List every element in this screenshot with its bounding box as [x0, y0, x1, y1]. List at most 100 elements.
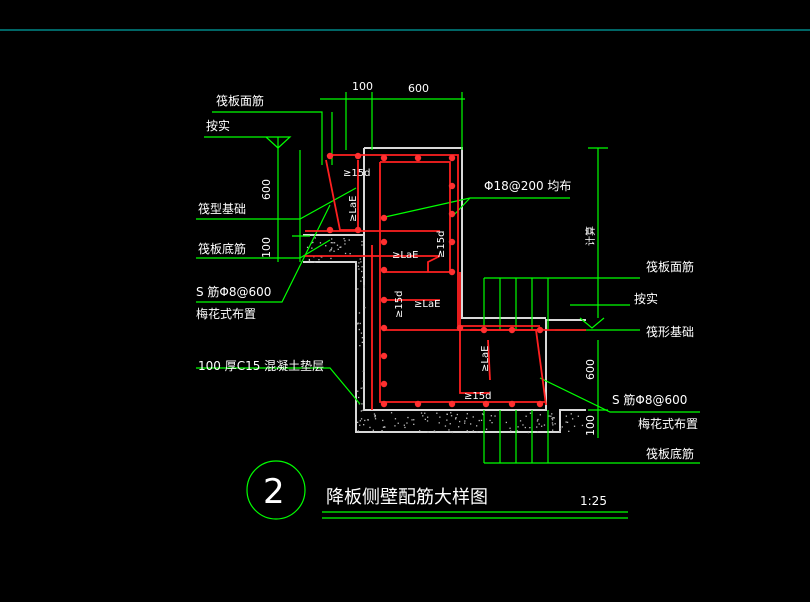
hatch-speckle	[361, 244, 363, 246]
hatch-speckle	[339, 246, 341, 248]
dim-100-right: 100	[584, 415, 597, 436]
anno-lae-1: ≥LaE	[348, 196, 359, 222]
title-scale: 1:25	[580, 494, 607, 508]
hatch-speckle	[494, 415, 496, 417]
hatch-speckle	[572, 418, 574, 420]
rebar-dot	[448, 238, 456, 246]
label-raft-top-bar-right: 筏板面筋	[646, 259, 694, 274]
hatch-speckle	[459, 420, 461, 423]
hatch-speckle	[343, 238, 345, 240]
hatch-speckle	[524, 426, 526, 429]
anno-15d-1: ≥15d	[343, 168, 370, 179]
hatch-speckle	[357, 421, 359, 423]
hatch-speckle	[349, 253, 351, 255]
hatch-speckle	[446, 413, 448, 415]
hatch-speckle	[363, 286, 365, 289]
hatch-speckle	[314, 261, 316, 263]
label-compact-right: 按实	[634, 291, 658, 306]
hatch-speckle	[357, 265, 359, 267]
hatch-speckle	[330, 242, 332, 244]
hatch-speckle	[449, 423, 451, 425]
dim-600-left: 600	[260, 179, 273, 200]
hatch-speckle	[529, 412, 532, 414]
rebar-dot	[380, 154, 388, 162]
anno-15d-3: ≥15d	[394, 291, 405, 318]
hatch-speckle	[470, 423, 472, 425]
anno-lae-4: ≥LaE	[480, 346, 491, 372]
dim-100-top: 100	[352, 80, 373, 93]
label-s-bar-left: S 筋Φ8@600	[196, 284, 271, 299]
hatch-speckle	[450, 412, 452, 414]
hatch-speckle	[539, 414, 541, 416]
hatch-speckle	[517, 426, 519, 428]
hatch-speckle	[360, 387, 362, 389]
hatch-speckle	[481, 413, 484, 415]
hatch-speckle	[314, 237, 316, 239]
hatch-speckle	[472, 430, 474, 432]
hatch-speckle	[358, 396, 360, 399]
rebar-dot	[448, 400, 456, 408]
hatch-speckle	[420, 412, 423, 414]
hatch-speckle	[407, 416, 409, 419]
hatch-speckle	[403, 424, 405, 426]
hatch-speckle	[360, 261, 362, 263]
hatch-speckle	[357, 323, 359, 325]
anno-lae-2: ≥LaE	[392, 250, 418, 261]
hatch-speckle	[434, 430, 436, 433]
hatch-speckle	[360, 418, 363, 420]
hatch-speckle	[413, 419, 415, 421]
hatch-speckle	[361, 403, 363, 405]
concrete-section	[303, 147, 586, 433]
hatch-speckle	[464, 420, 466, 422]
label-raft-foundation-left: 筏型基础	[198, 202, 246, 216]
hatch-speckle	[529, 427, 531, 429]
hatch-speckle	[360, 410, 362, 412]
hatch-speckle	[358, 268, 360, 270]
label-cushion: 100 厚C15 混凝土垫层	[198, 358, 324, 373]
hatch-speckle	[476, 425, 478, 427]
hatch-speckle	[436, 412, 438, 414]
hatch-speckle	[382, 426, 385, 428]
hatch-speckle	[466, 417, 468, 419]
concrete-hatch	[306, 237, 584, 434]
hatch-speckle	[355, 261, 357, 263]
rebar-dot	[480, 326, 488, 334]
hatch-speckle	[491, 422, 493, 424]
anno-15d-4: ≥15d	[464, 391, 491, 402]
hatch-speckle	[367, 419, 369, 421]
hatch-speckle	[476, 431, 478, 433]
rebar-dot	[482, 400, 490, 408]
hatch-speckle	[450, 415, 453, 417]
hatch-speckle	[480, 419, 483, 421]
hatch-speckle	[552, 424, 554, 426]
hatch-speckle	[522, 424, 524, 426]
rebar-dot	[448, 268, 456, 276]
label-s-bar-right: S 筋Φ8@600	[612, 392, 687, 407]
hatch-speckle	[404, 426, 406, 429]
rebar-dot	[380, 238, 388, 246]
hatch-speckle	[312, 241, 314, 244]
hatch-speckle	[359, 420, 361, 422]
hatch-speckle	[332, 242, 334, 244]
hatch-speckle	[382, 419, 384, 422]
hatch-speckle	[357, 322, 359, 324]
hatch-speckle	[490, 415, 492, 417]
rebar-dot	[414, 400, 422, 408]
hatch-speckle	[424, 412, 426, 414]
hatch-speckle	[536, 426, 538, 428]
hatch-speckle	[581, 424, 584, 427]
hatch-speckle	[397, 422, 399, 424]
hatch-speckle	[360, 332, 363, 334]
rebar-dot	[380, 214, 388, 222]
hatch-speckle	[331, 247, 333, 249]
hatch-speckle	[552, 429, 554, 431]
rebar-dot	[536, 400, 544, 408]
hatch-speckle	[337, 248, 339, 250]
hatch-speckle	[308, 258, 310, 261]
rebar-dot	[456, 324, 464, 332]
hatch-speckle	[489, 419, 491, 422]
hatch-speckle	[510, 430, 512, 432]
hatch-speckle	[543, 424, 546, 426]
hatch-speckle	[361, 341, 363, 343]
